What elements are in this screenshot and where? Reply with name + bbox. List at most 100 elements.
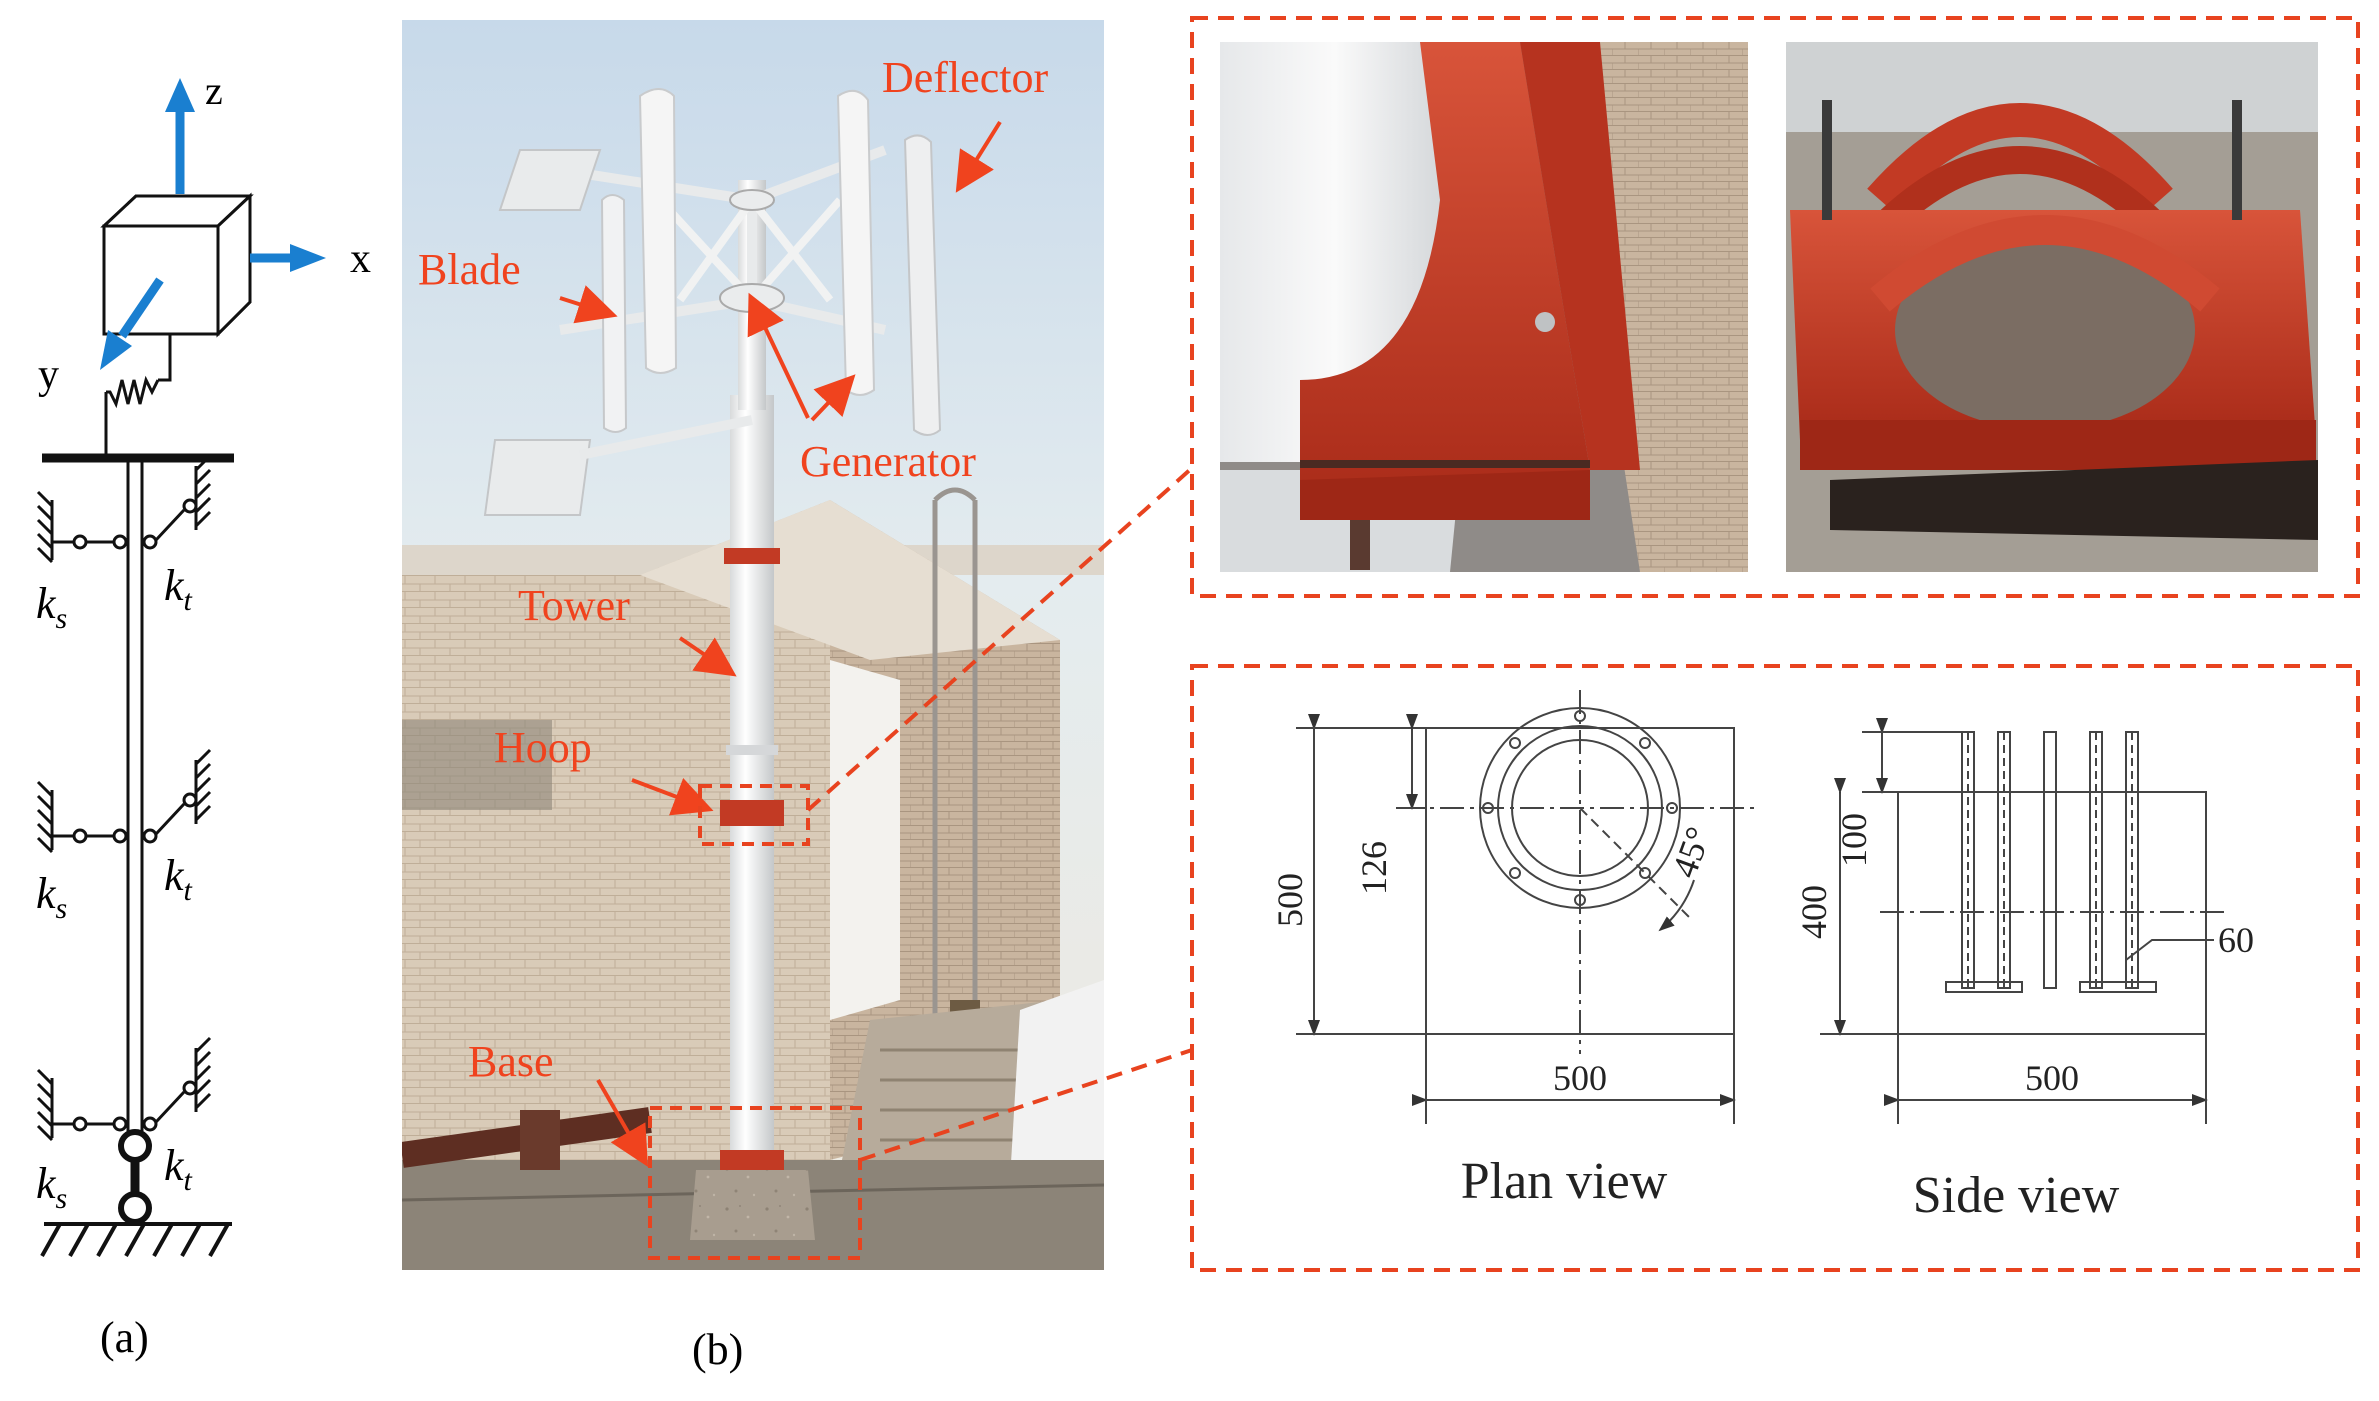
connector-base [859, 1048, 1193, 1162]
pedestal [690, 1170, 815, 1240]
hoop-photo-2-bolt-2 [2232, 100, 2242, 220]
doorway [830, 660, 900, 1020]
arrow-hoop [631, 777, 714, 816]
plan-angle-arc [1658, 879, 1695, 932]
mass-cube [100, 192, 254, 338]
caption-a: (a) [100, 1313, 149, 1362]
generator-hub [719, 283, 785, 313]
label-base: Base [468, 1037, 554, 1086]
hoop-photo-2-arch-front [1870, 215, 2220, 312]
arrow-tower [678, 636, 737, 677]
ks-label-1: ks [36, 579, 67, 635]
support-level-2 [36, 748, 212, 854]
hoop-clamp [720, 800, 784, 826]
white-object [1010, 980, 1104, 1180]
y-axis-label: y [38, 352, 59, 398]
photo-labels: Deflector Blade Generator Tower Hoop Bas… [418, 53, 1048, 1086]
hoop-photo-1-flange [1300, 470, 1590, 520]
hoop-photo-1-rod [1350, 520, 1370, 570]
plan-view-drawing [1296, 690, 1760, 1124]
hoop-detail-box [1190, 16, 2360, 598]
kt-label-1: kt [164, 561, 193, 617]
arrow-generator-2 [810, 374, 856, 422]
kt-label-2: kt [164, 851, 193, 907]
y-axis-arrowhead [100, 330, 132, 370]
side-view-drawing [1820, 718, 2230, 1124]
paddle-arm [579, 415, 753, 460]
side-dim-400: 400 [1794, 885, 1834, 939]
x-axis-label: x [350, 236, 371, 282]
hoop-photo-2-bolt-1 [1822, 100, 1832, 220]
support-level-1 [36, 454, 212, 564]
side-dim-500-horizontal: 500 [2025, 1058, 2079, 1098]
spring-connector [104, 334, 172, 454]
x-axis-arrowhead [290, 244, 326, 272]
panel-a-model: z x y [36, 68, 371, 1362]
panel-b-photo: Deflector Blade Generator Tower Hoop Bas… [402, 20, 1104, 1270]
label-deflector: Deflector [882, 53, 1048, 102]
callout-arrows [559, 120, 1002, 1167]
staircase [840, 1000, 1060, 1170]
ks-label-2: ks [36, 869, 67, 925]
side-view-title: Side view [1913, 1167, 2120, 1224]
arrow-base [596, 1079, 648, 1167]
base-clamp [720, 1150, 784, 1172]
paddle-bottom [483, 439, 592, 516]
hoop-photo-2 [1786, 42, 2318, 572]
side-dim-100: 100 [1834, 813, 1874, 867]
spring-constants: ks kt ks kt ks kt [36, 561, 193, 1215]
window-left [402, 720, 552, 810]
pipe-valve [520, 1110, 560, 1170]
plan-dim-500-horizontal: 500 [1553, 1058, 1607, 1098]
stair-steps [880, 1048, 1060, 1142]
top-hub [729, 189, 775, 211]
caption-b: (b) [692, 1325, 743, 1374]
side-bolts [1945, 731, 2157, 993]
hinge-lower [118, 1191, 152, 1225]
ground-hatch [40, 1223, 230, 1257]
hoop-photo-2-ring-inner [1895, 230, 2195, 430]
y-axis-arrow [118, 277, 164, 339]
ladder [932, 487, 978, 1070]
label-blade: Blade [418, 245, 521, 294]
side-dim-60: 60 [2218, 920, 2254, 960]
arrow-generator-1 [747, 292, 810, 419]
side-view-text: 100 400 60 500 Side view [1794, 813, 2254, 1224]
z-axis-arrowhead [165, 78, 195, 112]
paddle-top [498, 149, 602, 211]
plan-diagonal [1579, 807, 1691, 919]
label-generator: Generator [800, 437, 976, 486]
tower-band-1 [724, 548, 780, 564]
hoop-photo-1-bracket-side [1520, 42, 1640, 470]
hoop-photo-1-slot [1300, 460, 1590, 468]
hoop-photo-1-bolt [1535, 312, 1555, 332]
label-tower: Tower [518, 581, 630, 630]
arrow-deflector [955, 120, 1002, 193]
support-level-3 [36, 1036, 212, 1142]
plan-dim-angle: 45° [1664, 822, 1719, 883]
ks-label-3: ks [36, 1159, 67, 1215]
plan-dim-126: 126 [1354, 841, 1394, 895]
blade-1 [638, 88, 678, 374]
hoop-photo-2-arch-mid [1870, 146, 2170, 240]
arrow-blade [559, 285, 618, 324]
deflector-blade [903, 134, 942, 436]
hinge-upper [118, 1129, 152, 1163]
base-detail-box [1190, 664, 2360, 1272]
turbine-struts [657, 197, 844, 303]
hoop-photo-2-flange [1800, 420, 2316, 470]
plan-dim-500-vertical: 500 [1270, 873, 1310, 927]
hoop-photo-1-bracket [1300, 42, 1590, 520]
label-hoop: Hoop [494, 723, 592, 772]
hoop-highlight-box [698, 784, 810, 846]
base-highlight-box [648, 1106, 862, 1260]
plan-view-title: Plan view [1461, 1153, 1668, 1210]
connector-hoop [806, 466, 1194, 812]
hoop-photo-2-arch-back [1867, 103, 2173, 212]
hoop-photo-1 [1220, 42, 1748, 572]
kt-label-3: kt [164, 1141, 193, 1197]
side-dim-60-leader [2125, 939, 2214, 961]
hoop-photo-2-plate [1830, 460, 2318, 540]
z-axis-label: z [205, 68, 223, 113]
